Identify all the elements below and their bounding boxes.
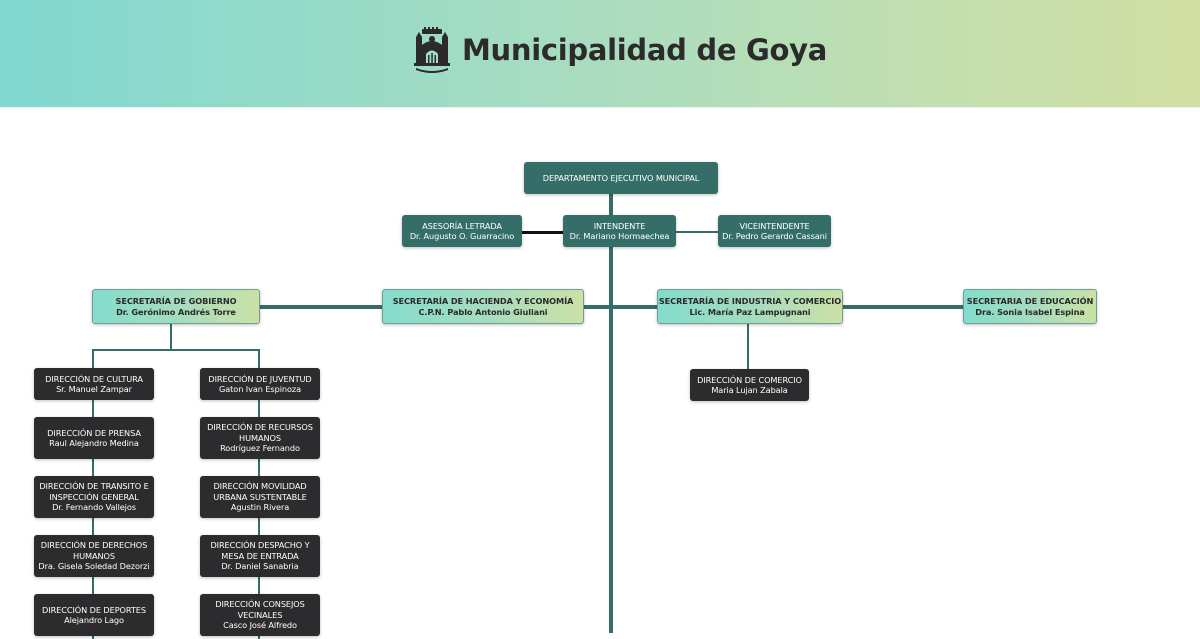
node-title: DIRECCIÓN CONSEJOS VECINALES — [215, 599, 305, 620]
node-title: DIRECCIÓN DE CULTURA — [45, 373, 143, 384]
node-title: SECRETARÍA DE GOBIERNO — [115, 296, 237, 306]
node-direccion-movilidad-urbana[interactable]: DIRECCIÓN MOVILIDAD URBANA SUSTENTABLE A… — [200, 476, 320, 518]
node-direccion-consejos-vecinales[interactable]: DIRECCIÓN CONSEJOS VECINALES Casco José … — [200, 594, 320, 636]
page-header: Municipalidad de Goya — [0, 0, 1200, 108]
connector-main-trunk — [609, 193, 613, 633]
node-person: C.P.N. Pablo Antonio Giuliani — [418, 306, 548, 317]
node-person: Raul Alejandro Medina — [49, 438, 139, 448]
node-person: Maria Lujan Zabala — [711, 385, 788, 395]
node-secretaria-industria[interactable]: SECRETARÍA DE INDUSTRIA Y COMERCIO Lic. … — [657, 289, 843, 324]
node-person: Dr. Daniel Sanabria — [221, 561, 299, 572]
node-person: Dr. Fernando Vallejos — [52, 502, 136, 513]
node-person: Gaton Ivan Espinoza — [219, 384, 301, 394]
node-title: SECRETARÍA DE INDUSTRIA Y COMERCIO — [658, 296, 842, 306]
node-direccion-cultura[interactable]: DIRECCIÓN DE CULTURA Sr. Manuel Zampar — [34, 368, 154, 400]
connector-gobierno-split — [92, 349, 260, 351]
node-asesoria-letrada[interactable]: ASESORÍA LETRADA Dr. Augusto O. Guarraci… — [402, 215, 522, 247]
node-person: Dr. Mariano Hormaechea — [569, 231, 670, 241]
node-direccion-recursos-humanos[interactable]: DIRECCIÓN DE RECURSOS HUMANOS Rodríguez … — [200, 417, 320, 459]
node-direccion-deportes[interactable]: DIRECCIÓN DE DEPORTES Alejandro Lago — [34, 594, 154, 636]
node-person: Alejandro Lago — [64, 615, 124, 625]
node-title: SECRETARIA DE EDUCACIÓN — [966, 296, 1094, 306]
connector-gobierno-down — [170, 323, 172, 350]
node-person: Dr. Pedro Gerardo Cassani — [722, 231, 827, 241]
node-person: Casco José Alfredo — [223, 620, 297, 631]
node-direccion-comercio[interactable]: DIRECCIÓN DE COMERCIO Maria Lujan Zabala — [690, 369, 809, 401]
node-secretaria-gobierno[interactable]: SECRETARÍA DE GOBIERNO Dr. Gerónimo Andr… — [92, 289, 260, 324]
node-secretaria-educacion[interactable]: SECRETARIA DE EDUCACIÓN Dra. Sonia Isabe… — [963, 289, 1097, 324]
node-person: Dr. Augusto O. Guarracino — [409, 231, 515, 241]
node-title: DIRECCIÓN DESPACHO Y MESA DE ENTRADA — [210, 540, 310, 561]
node-direccion-prensa[interactable]: DIRECCIÓN DE PRENSA Raul Alejandro Medin… — [34, 417, 154, 459]
municipal-building-crest-icon — [414, 27, 450, 73]
node-title: DIRECCIÓN DE JUVENTUD — [208, 373, 312, 384]
brand[interactable]: Municipalidad de Goya — [414, 27, 827, 73]
site-title: Municipalidad de Goya — [462, 33, 828, 67]
node-departamento-ejecutivo[interactable]: DEPARTAMENTO EJECUTIVO MUNICIPAL — [524, 162, 718, 194]
node-title: DIRECCIÓN DE DEPORTES — [42, 604, 146, 615]
org-chart: DEPARTAMENTO EJECUTIVO MUNICIPAL ASESORÍ… — [0, 107, 1200, 639]
connector-asesoria — [521, 231, 564, 234]
node-person: Dr. Gerónimo Andrés Torre — [116, 306, 236, 317]
node-person: Dra. Sonia Isabel Espina — [975, 306, 1085, 317]
node-viceintendente[interactable]: VICEINTENDENTE Dr. Pedro Gerardo Cassani — [718, 215, 831, 247]
node-title: DIRECCIÓN DE PRENSA — [47, 427, 141, 438]
node-title: DIRECCIÓN MOVILIDAD URBANA SUSTENTABLE — [213, 481, 307, 502]
node-intendente[interactable]: INTENDENTE Dr. Mariano Hormaechea — [563, 215, 676, 247]
node-direccion-derechos-humanos[interactable]: DIRECCIÓN DE DERECHOS HUMANOS Dra. Gisel… — [34, 535, 154, 577]
node-secretaria-hacienda[interactable]: SECRETARÍA DE HACIENDA Y ECONOMÍA C.P.N.… — [382, 289, 584, 324]
node-title: DIRECCIÓN DE DERECHOS HUMANOS — [40, 540, 148, 561]
node-title: INTENDENTE — [593, 220, 646, 231]
node-direccion-juventud[interactable]: DIRECCIÓN DE JUVENTUD Gaton Ivan Espinoz… — [200, 368, 320, 400]
node-person: Dra. Gisela Soledad Dezorzi — [38, 561, 150, 572]
node-title: SECRETARÍA DE HACIENDA Y ECONOMÍA — [392, 296, 574, 306]
node-direccion-transito[interactable]: DIRECCIÓN DE TRANSITO E INSPECCIÓN GENER… — [34, 476, 154, 518]
connector-industria-down — [747, 323, 749, 369]
connector-secretarias-bar — [259, 305, 964, 309]
connector-viceintendente — [676, 231, 718, 233]
node-person: Lic. María Paz Lampugnani — [689, 306, 811, 317]
node-person: Agustin Rivera — [230, 502, 290, 513]
node-title: DIRECCIÓN DE TRANSITO E INSPECCIÓN GENER… — [39, 481, 149, 502]
node-title: DIRECCIÓN DE RECURSOS HUMANOS — [207, 422, 313, 443]
node-person: Rodríguez Fernando — [220, 443, 300, 454]
node-title: DIRECCIÓN DE COMERCIO — [697, 374, 802, 385]
node-title: VICEINTENDENTE — [739, 220, 810, 231]
node-direccion-despacho[interactable]: DIRECCIÓN DESPACHO Y MESA DE ENTRADA Dr.… — [200, 535, 320, 577]
node-title: DEPARTAMENTO EJECUTIVO MUNICIPAL — [542, 172, 700, 183]
node-title: ASESORÍA LETRADA — [422, 220, 502, 231]
node-person: Sr. Manuel Zampar — [56, 384, 132, 394]
